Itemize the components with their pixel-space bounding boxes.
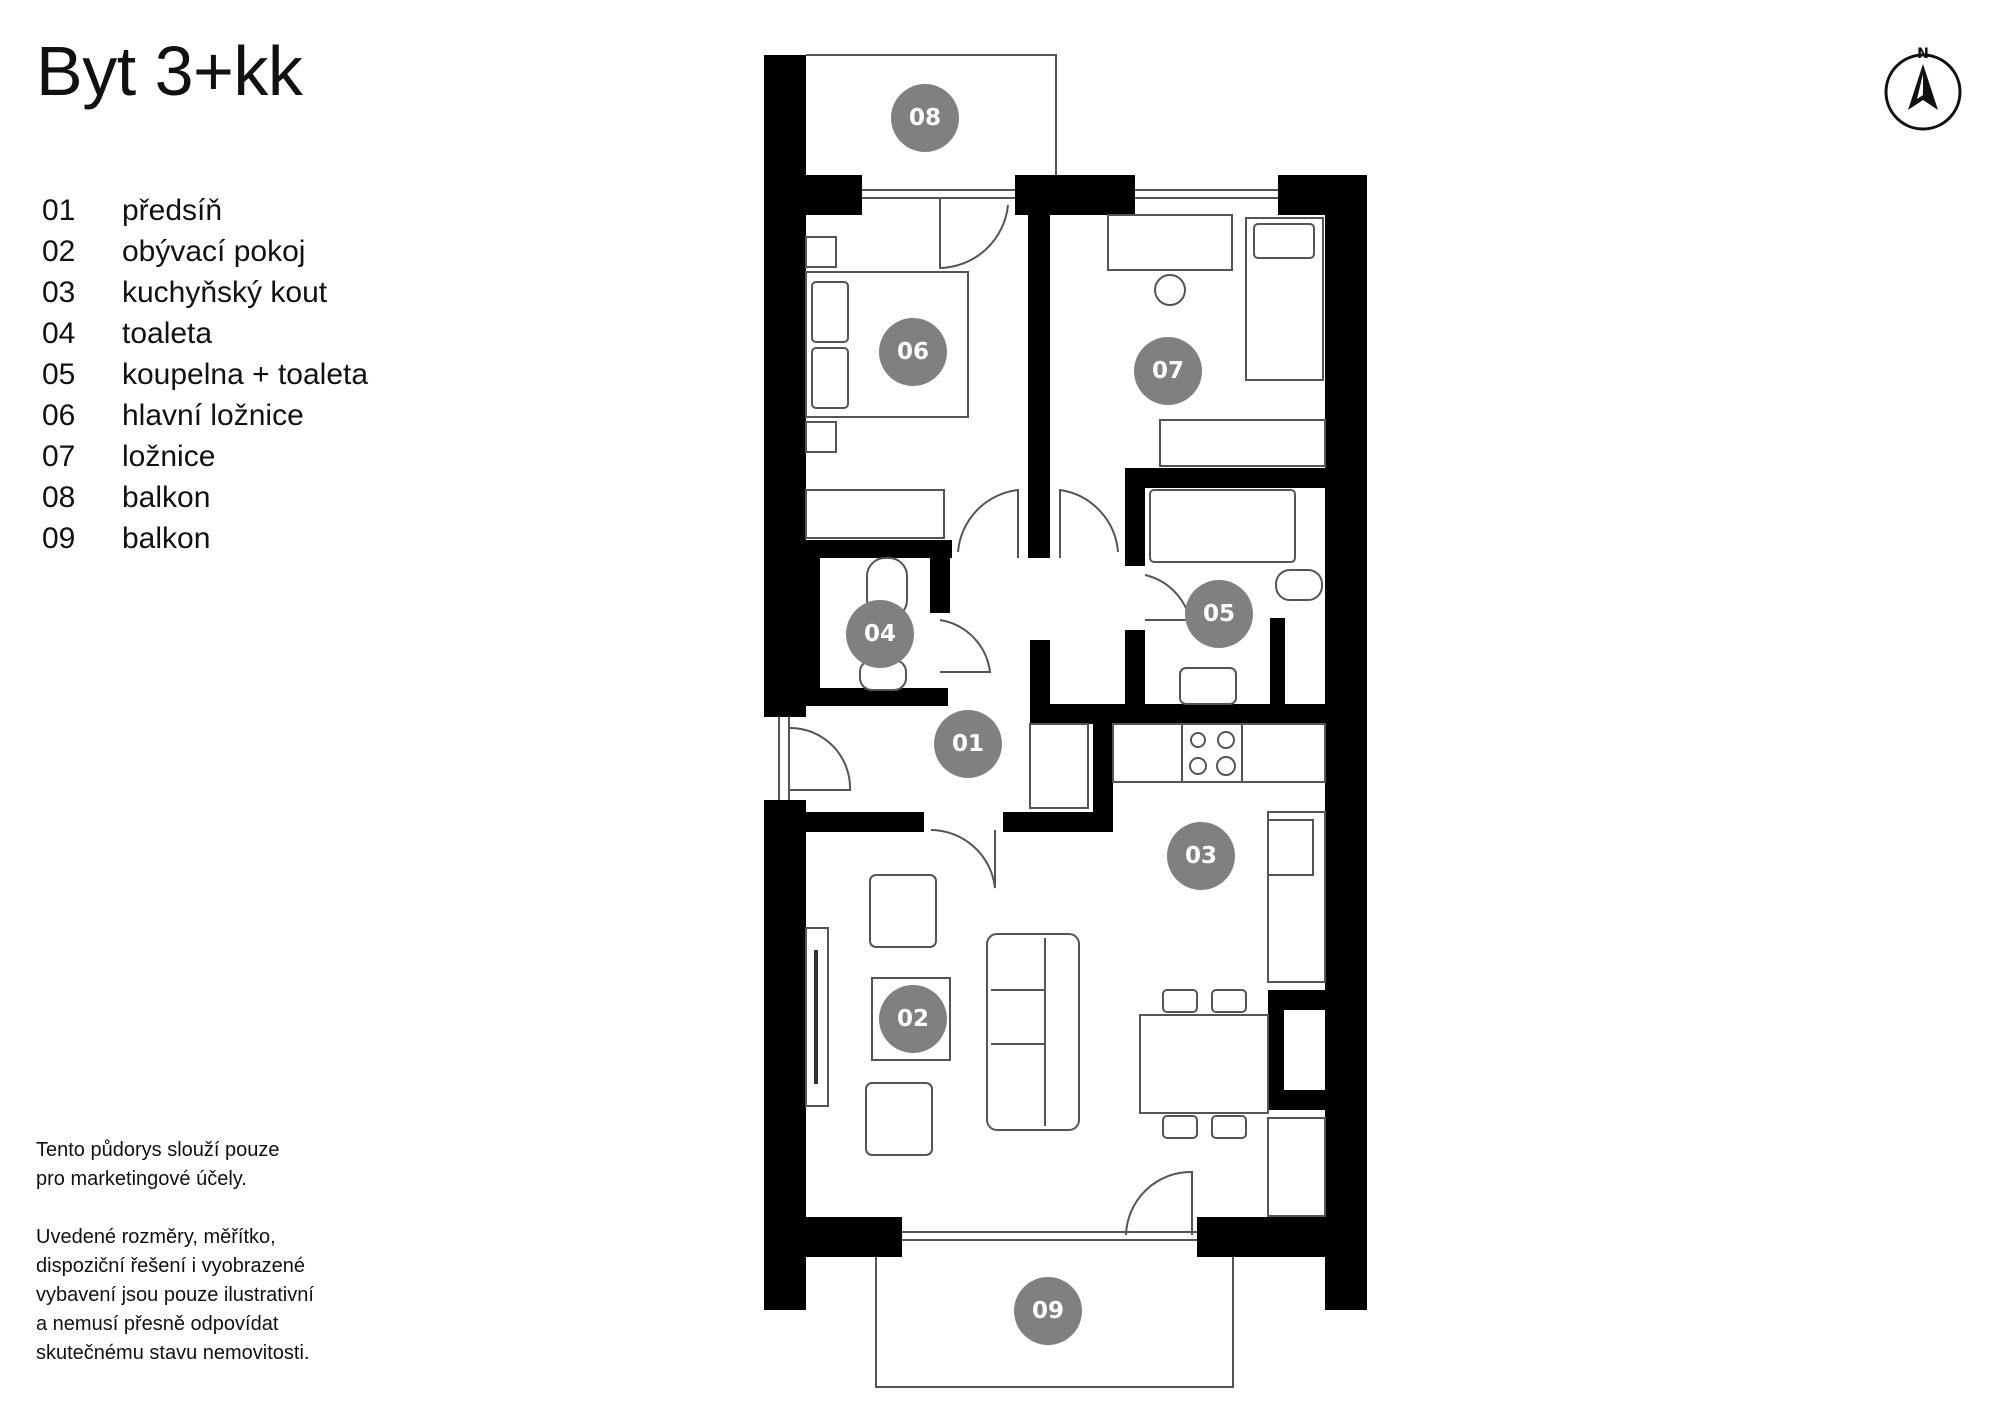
legend-number: 04 (42, 317, 76, 350)
legend-label: kuchyňský kout (122, 276, 328, 309)
pillow-icon (811, 281, 849, 343)
legend-label: balkon (122, 481, 211, 514)
wardrobe-icon (805, 489, 945, 539)
legend-label: toaleta (122, 317, 213, 350)
room-badge-03: 03 (1167, 822, 1235, 890)
disclaimer-line: Uvedené rozměry, měřítko, (36, 1226, 276, 1248)
room-number: 07 (1152, 358, 1184, 384)
toilet-icon (1275, 569, 1323, 601)
walls (764, 55, 1367, 1310)
legend-item: 01 předsíň (42, 194, 368, 235)
compass-north-label: N (1917, 46, 1929, 62)
legend-label: koupelna + toaleta (122, 358, 369, 391)
legend-item: 06 hlavní ložnice (42, 399, 368, 440)
chair-icon (1162, 989, 1198, 1013)
legend-item: 07 ložnice (42, 440, 368, 481)
legend-item: 05 koupelna + toaleta (42, 358, 368, 399)
room-number: 01 (952, 731, 984, 757)
legend-number: 03 (42, 276, 76, 309)
windows (778, 189, 1278, 1241)
disclaimer-line: skutečnému stavu nemovitosti. (36, 1342, 310, 1364)
legend-number: 08 (42, 481, 76, 514)
room-number: 04 (864, 621, 896, 647)
legend-label: hlavní ložnice (122, 399, 304, 432)
legend-label: obývací pokoj (122, 235, 306, 268)
furniture (805, 214, 1326, 1217)
nightstand-icon (805, 236, 837, 268)
room-number: 09 (1032, 1298, 1064, 1324)
legend-number: 01 (42, 194, 76, 227)
chair-icon (1162, 1115, 1198, 1139)
sink-icon (1179, 667, 1237, 705)
dining-table-icon (1139, 1014, 1269, 1114)
legend-item: 04 toaleta (42, 317, 368, 358)
room-badge-08: 08 (891, 84, 959, 152)
legend-label: předsíň (122, 194, 223, 227)
room-number: 02 (897, 1006, 929, 1032)
kitchen-counter-icon (1267, 1117, 1326, 1217)
doors (788, 198, 1193, 1236)
armchair-icon (865, 1082, 933, 1156)
room-badge-09: 09 (1014, 1277, 1082, 1345)
disclaimer-paragraph-1: Tento půdorys slouží pouze pro marketing… (36, 1136, 366, 1194)
room-badge-04: 04 (846, 600, 914, 668)
room-badge-07: 07 (1134, 337, 1202, 405)
chair-icon (1154, 274, 1186, 306)
chair-icon (1211, 989, 1247, 1013)
disclaimer-line: a nemusí přesně odpovídat (36, 1313, 279, 1335)
legend-item: 08 balkon (42, 481, 368, 522)
room-number: 08 (909, 105, 941, 131)
legend-label: balkon (122, 522, 211, 555)
room-badge-06: 06 (879, 318, 947, 386)
cooktop-icon (1181, 723, 1243, 783)
legend-item: 03 kuchyňský kout (42, 276, 368, 317)
legend-number: 02 (42, 235, 76, 268)
fridge-icon (1267, 819, 1314, 876)
legend-number: 06 (42, 399, 76, 432)
room-number: 03 (1185, 843, 1217, 869)
wardrobe-icon (1029, 723, 1089, 809)
page-title: Byt 3+kk (36, 32, 303, 110)
pillow-icon (811, 347, 849, 409)
disclaimer-line: pro marketingové účely. (36, 1168, 247, 1190)
desk-icon (1107, 214, 1233, 271)
legend-number: 05 (42, 358, 76, 391)
room-badge-05: 05 (1185, 580, 1253, 648)
legend-label: ložnice (122, 440, 216, 473)
chair-icon (1211, 1115, 1247, 1139)
room-number: 05 (1203, 601, 1235, 627)
balcony-09 (875, 1257, 1234, 1388)
armchair-icon (869, 874, 937, 948)
disclaimer-line: Tento půdorys slouží pouze (36, 1139, 280, 1161)
nightstand-icon (805, 421, 837, 453)
sofa-icon (986, 933, 1080, 1131)
disclaimer: Tento půdorys slouží pouze pro marketing… (36, 1136, 366, 1397)
room-badge-02: 02 (879, 985, 947, 1053)
room-badges: 01 02 03 04 05 06 07 08 09 (846, 84, 1253, 1345)
disclaimer-paragraph-2: Uvedené rozměry, měřítko, dispoziční řeš… (36, 1223, 366, 1368)
balcony-08 (806, 54, 1057, 175)
north-arrow-icon: N (1884, 46, 1962, 131)
legend-item: 02 obývací pokoj (42, 235, 368, 276)
legend-number: 09 (42, 522, 76, 555)
disclaimer-line: vybavení jsou pouze ilustrativní (36, 1284, 314, 1306)
room-legend: 01 předsíň 02 obývací pokoj 03 kuchyňský ko… (42, 194, 368, 563)
room-number: 06 (897, 339, 929, 365)
disclaimer-line: dispoziční řešení i vyobrazené (36, 1255, 306, 1277)
wardrobe-icon (1159, 419, 1326, 467)
legend-number: 07 (42, 440, 76, 473)
legend-item: 09 balkon (42, 522, 368, 563)
room-badge-01: 01 (934, 710, 1002, 778)
pillow-icon (1253, 223, 1315, 259)
bathtub-icon (1149, 489, 1296, 563)
